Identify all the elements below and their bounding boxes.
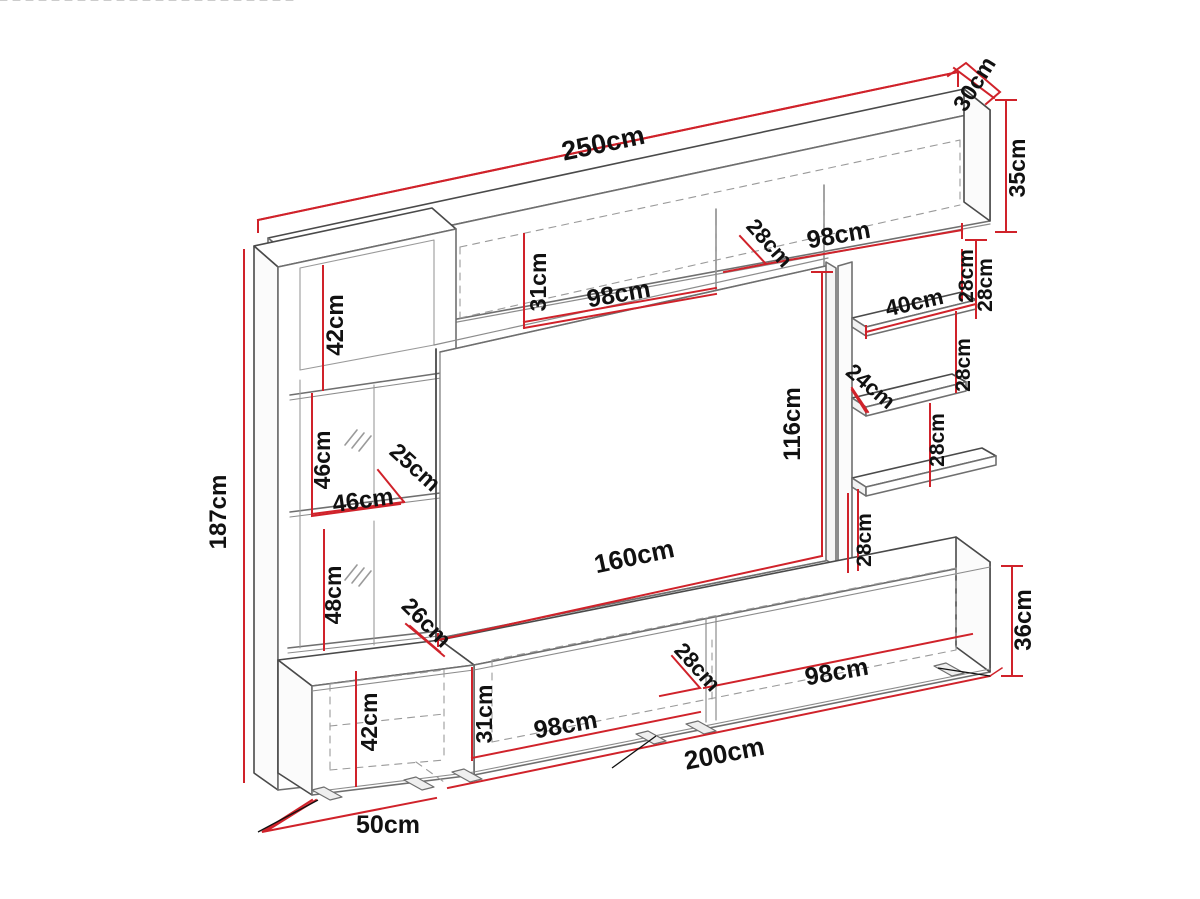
dimline-250-span [256,70,960,222]
dimline-30-span [952,66,996,100]
label-42cm-bottom: 42cm [356,693,382,752]
label-28cm-right-c: 28cm [952,338,975,392]
dimline-98-top [522,292,718,330]
label-28cm-right-b: 28cm [955,249,978,303]
top-cabinet-hidden-lines [0,0,961,319]
bottom-left-base-cabinet [277,639,475,796]
dimline-98-bottom2 [702,632,974,690]
label-48cm: 48cm [320,566,346,625]
label-36cm: 36cm [1010,589,1037,650]
dimline-98-top2 [764,228,964,266]
label-28cm-right-a: 28cm [974,258,997,312]
dimline-46h [311,393,402,518]
dimline-25 [376,468,406,504]
label-28cm-center: 28cm [853,513,876,567]
label-30cm: 30cm [948,52,1001,116]
label-28cm-right-d: 28cm [926,413,949,467]
furniture-linework [0,0,997,801]
dimline-200 [446,674,992,790]
label-31cm-bottom: 31cm [471,685,497,744]
label-42cm-top: 42cm [322,294,349,355]
glass-reflection-hatch [344,429,372,587]
dimline-24 [850,388,868,414]
label-46cm-height: 46cm [309,431,335,490]
dimline-50 [261,796,438,833]
tv-backpanel [433,257,837,649]
dimension-lines [243,61,1023,833]
dimline-98-bottom [470,710,702,760]
label-187cm: 187cm [205,475,232,550]
dimline-160 [436,554,824,642]
label-50cm: 50cm [356,811,420,839]
dimline-46w [310,500,406,516]
label-35cm: 35cm [1004,139,1030,198]
dimline-28-bottom [658,654,702,698]
leader-lines [257,667,991,833]
dimline-40 [864,302,978,334]
label-31cm-top: 31cm [525,253,551,312]
label-116cm: 116cm [779,387,806,460]
base-cabinet-hidden-lines [329,669,445,783]
bottom-sideboard-hidden-lines [491,567,957,743]
